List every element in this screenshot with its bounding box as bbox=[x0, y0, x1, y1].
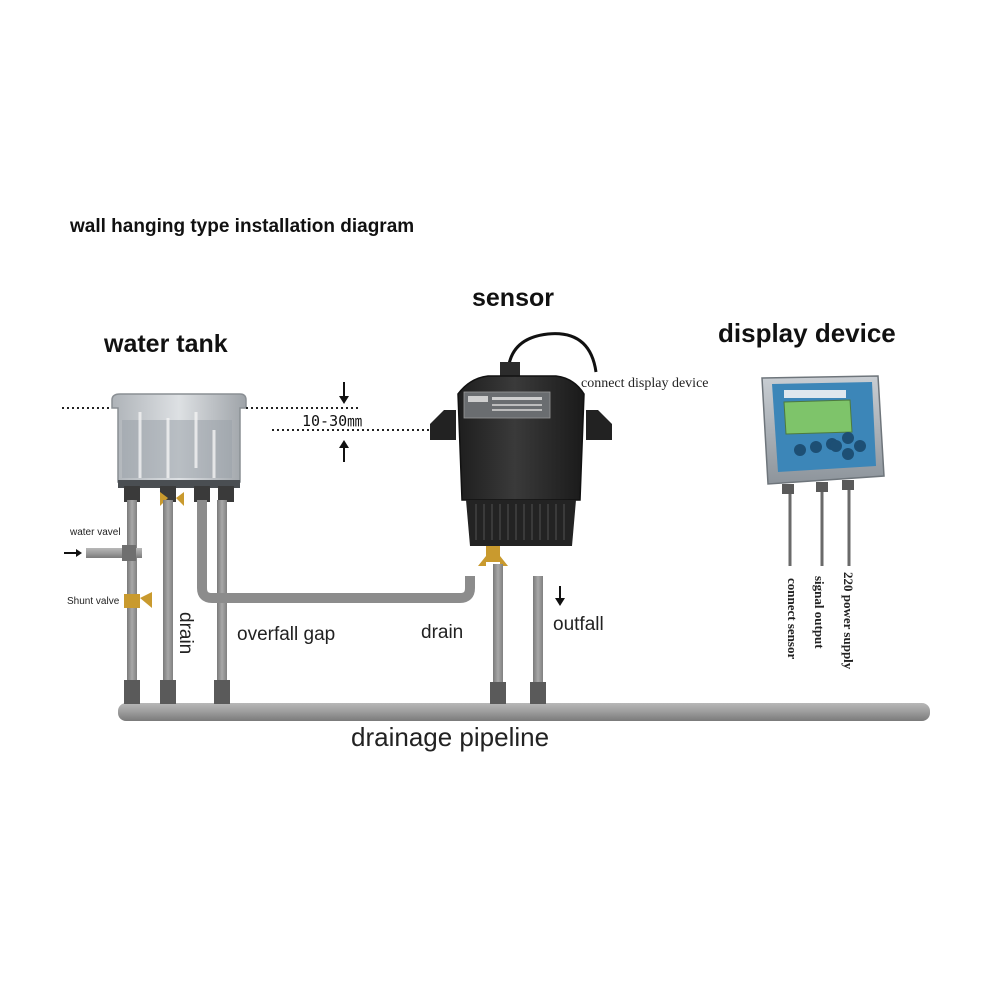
overfall-gap-label: overfall gap bbox=[237, 624, 336, 645]
shunt-valve-icon bbox=[124, 592, 152, 608]
drainage-pipeline-label: drainage pipeline bbox=[351, 722, 550, 752]
power-supply-label: 220 power supply bbox=[841, 572, 856, 670]
signal-output-label: signal output bbox=[812, 576, 827, 649]
tank-pipes bbox=[86, 500, 475, 704]
sensor-valve-icon bbox=[478, 546, 508, 566]
drain-vertical-label: drain bbox=[175, 612, 196, 655]
sensor-unit bbox=[430, 332, 612, 566]
gap-arrow-icon bbox=[339, 382, 349, 462]
water-tank-label: water tank bbox=[104, 330, 228, 358]
shunt-valve-label: Shunt valve bbox=[67, 596, 120, 607]
keypad-buttons bbox=[794, 432, 866, 460]
connect-sensor-label: connect sensor bbox=[785, 578, 800, 660]
inlet-arrow-icon bbox=[64, 549, 82, 557]
drainage-pipeline bbox=[118, 703, 930, 721]
connect-display-device-label: connect display device bbox=[581, 376, 709, 391]
outfall-label: outfall bbox=[553, 614, 604, 635]
level-reference-lines bbox=[62, 407, 430, 431]
display-device bbox=[761, 375, 885, 566]
outfall-arrow-icon bbox=[555, 586, 565, 606]
sensor-label: sensor bbox=[472, 284, 554, 312]
sensor-pipes bbox=[490, 564, 546, 704]
diagram-title: wall hanging type installation diagram bbox=[70, 216, 415, 237]
gap-label: 10-30㎜ bbox=[302, 412, 363, 430]
water-vavel-label: water vavel bbox=[70, 527, 121, 538]
water-tank bbox=[111, 393, 247, 506]
display-device-label: display device bbox=[718, 318, 896, 348]
drain-label: drain bbox=[421, 622, 464, 643]
tank-valve-icon bbox=[160, 492, 184, 506]
